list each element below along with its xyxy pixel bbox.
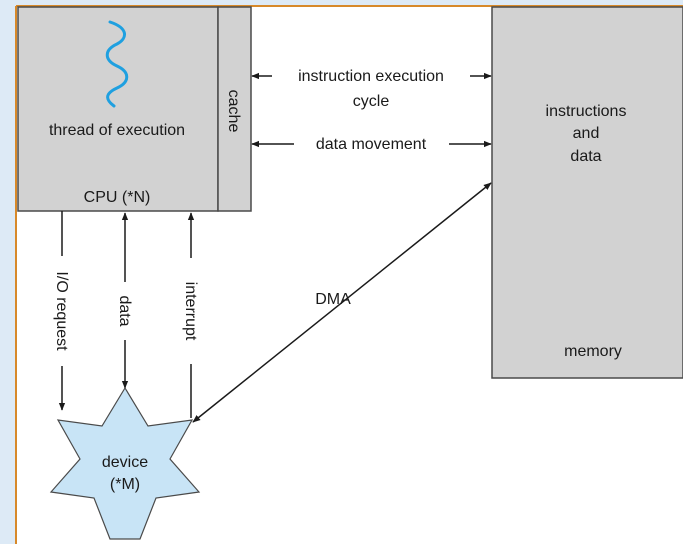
data-movement-connection: data movement bbox=[251, 136, 492, 153]
frame-top-strip bbox=[0, 0, 683, 6]
interrupt-connection: interrupt bbox=[182, 212, 199, 418]
io-request-label: I/O request bbox=[53, 271, 70, 351]
device-node: device (*M) bbox=[49, 386, 201, 540]
instruction-cycle-label-line1: instruction execution bbox=[298, 68, 444, 85]
cpu-main-area bbox=[17, 6, 219, 212]
instruction-cycle-label-line2: cycle bbox=[353, 93, 390, 110]
cpu-box: thread of execution CPU (*N) cache bbox=[17, 6, 252, 212]
data-movement-label: data movement bbox=[316, 136, 427, 153]
memory-area bbox=[491, 6, 683, 379]
data-connection: data bbox=[116, 212, 133, 389]
memory-content-line2: and bbox=[573, 125, 600, 142]
cpu-label: CPU (*N) bbox=[84, 189, 151, 206]
dma-label: DMA bbox=[315, 291, 351, 308]
frame-left-strip bbox=[0, 0, 16, 544]
dma-arrow bbox=[192, 182, 492, 423]
cache-label: cache bbox=[225, 90, 242, 133]
instruction-cycle-connection: instruction execution cycle bbox=[251, 68, 492, 110]
device-label-line2: (*M) bbox=[110, 476, 140, 493]
memory-content-line1: instructions bbox=[546, 103, 627, 120]
memory-box: instructions and data memory bbox=[491, 6, 683, 379]
memory-label: memory bbox=[564, 343, 622, 360]
dma-connection: DMA bbox=[192, 182, 492, 423]
interrupt-label: interrupt bbox=[182, 282, 199, 341]
io-request-connection: I/O request bbox=[53, 211, 70, 411]
thread-of-execution-label: thread of execution bbox=[49, 122, 185, 139]
seven-point-star-icon bbox=[49, 386, 201, 540]
wavy-thread-icon bbox=[105, 20, 129, 108]
memory-content-line3: data bbox=[570, 148, 601, 165]
cache-area bbox=[217, 6, 252, 212]
data-label: data bbox=[116, 295, 133, 326]
device-label-line1: device bbox=[102, 454, 148, 471]
